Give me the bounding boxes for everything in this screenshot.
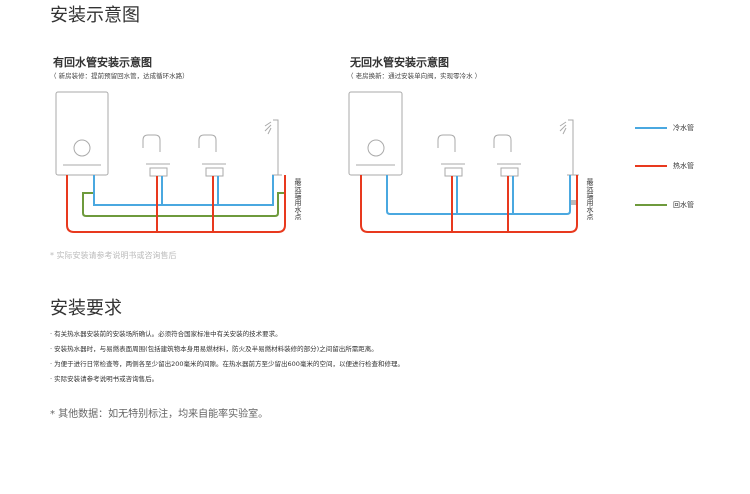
- left-diagram-title: 有回水管安装示意图: [53, 56, 152, 69]
- legend-lines: [635, 127, 667, 206]
- bottom-note: * 其他数据：如无特别标注，均来自能率实验室。: [50, 409, 269, 420]
- left-diagram-note: （ 新房装修：提前预留回水管，达成循环水路）: [50, 72, 189, 80]
- legend-return: 回水管: [673, 201, 694, 209]
- requirement-item: · 为便于进行日常检查等，两侧各至少留出200毫米的间隙。在热水器前方至少留出6…: [50, 360, 404, 368]
- left-faucets: [142, 119, 282, 177]
- requirement-item: · 实际安装请参考说明书或咨询售后。: [50, 375, 159, 383]
- right-faucets: [437, 119, 579, 177]
- diagram-footnote: * 实际安装请参考说明书或咨询售后: [50, 251, 177, 260]
- legend-cold: 冷水管: [673, 124, 694, 132]
- right-pipes: [360, 175, 578, 233]
- check-valve: [571, 200, 576, 205]
- right-heater: [348, 91, 403, 176]
- section-title-requirements: 安装要求: [50, 298, 122, 319]
- requirement-item: · 有关热水器安装前的安装场所确认。必须符合国家标准中有关安装的技术要求。: [50, 330, 282, 338]
- requirement-item: · 安装热水器时，与易燃表面周围(包括建筑物本身用易燃材料，防火及半易燃材料装修…: [50, 345, 378, 353]
- left-farthest-point-label: 最远端用水点: [294, 178, 302, 220]
- legend-hot: 热水管: [673, 162, 694, 170]
- right-farthest-point-label: 最远端用水点: [586, 178, 594, 220]
- right-diagram-note: （ 老房换新：通过安装单向阀，实现零冷水 ）: [347, 72, 482, 80]
- section-title-diagram: 安装示意图: [50, 5, 140, 26]
- left-pipes: [66, 175, 286, 233]
- right-diagram-title: 无回水管安装示意图: [350, 56, 449, 69]
- left-heater: [55, 91, 109, 176]
